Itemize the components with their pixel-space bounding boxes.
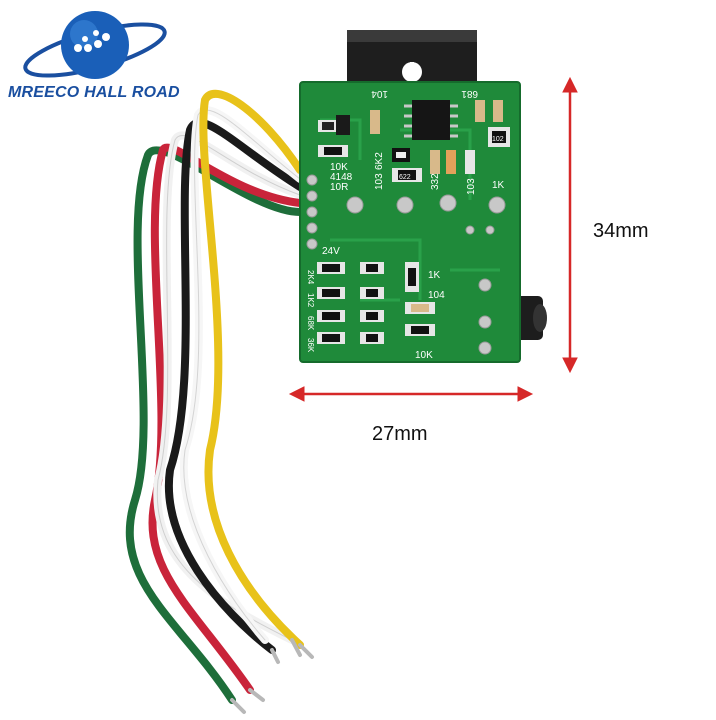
logo-text: MREECO HALL ROAD <box>8 84 180 101</box>
side-sensor <box>515 296 547 340</box>
ic-chip <box>412 100 450 140</box>
pcb-board: 104 681 10K 4148 10R 103 6K2 332 103 1K … <box>299 81 521 363</box>
wire-tip <box>230 698 246 714</box>
height-arrow <box>562 76 578 374</box>
silkscreen: 104 681 10K 4148 10R 103 6K2 332 103 1K … <box>306 88 505 361</box>
wire-tip <box>270 648 280 664</box>
wire-tip <box>248 688 265 702</box>
label-4148: 4148 <box>330 172 353 183</box>
label-103-a: 103 <box>374 173 385 190</box>
label-10r: 10R <box>330 182 348 193</box>
label-622: 622 <box>399 174 411 181</box>
wire-tip <box>298 643 314 659</box>
label-2k4: 2K4 <box>306 270 315 285</box>
label-10k-b: 10K <box>415 350 433 361</box>
label-1k-a: 1K <box>492 180 505 191</box>
wire-white-2-edge <box>183 109 301 641</box>
label-102: 102 <box>492 136 504 143</box>
label-10k-a: 10K <box>330 162 348 173</box>
label-68k: 68K <box>306 316 315 331</box>
logo-globe-icon <box>23 11 167 79</box>
height-label: 34mm <box>593 220 649 242</box>
wire-black <box>164 118 304 654</box>
wire-bundle <box>125 89 314 714</box>
wire-yellow <box>199 89 304 649</box>
wire-tip <box>290 638 302 657</box>
label-1k2: 1K2 <box>306 293 315 308</box>
label-104-b: 104 <box>428 290 445 301</box>
label-332: 332 <box>430 173 441 190</box>
label-104-top: 104 <box>371 88 388 99</box>
label-1k-b: 1K <box>428 270 441 281</box>
width-label: 27mm <box>372 423 428 445</box>
label-36k: 36K <box>306 338 315 353</box>
label-103-b: 103 <box>466 178 477 195</box>
label-24v: 24V <box>322 246 340 257</box>
width-arrow <box>288 386 534 402</box>
label-6k2: 6K2 <box>374 152 385 170</box>
resistor-bank <box>317 262 435 344</box>
label-681: 681 <box>461 88 478 99</box>
